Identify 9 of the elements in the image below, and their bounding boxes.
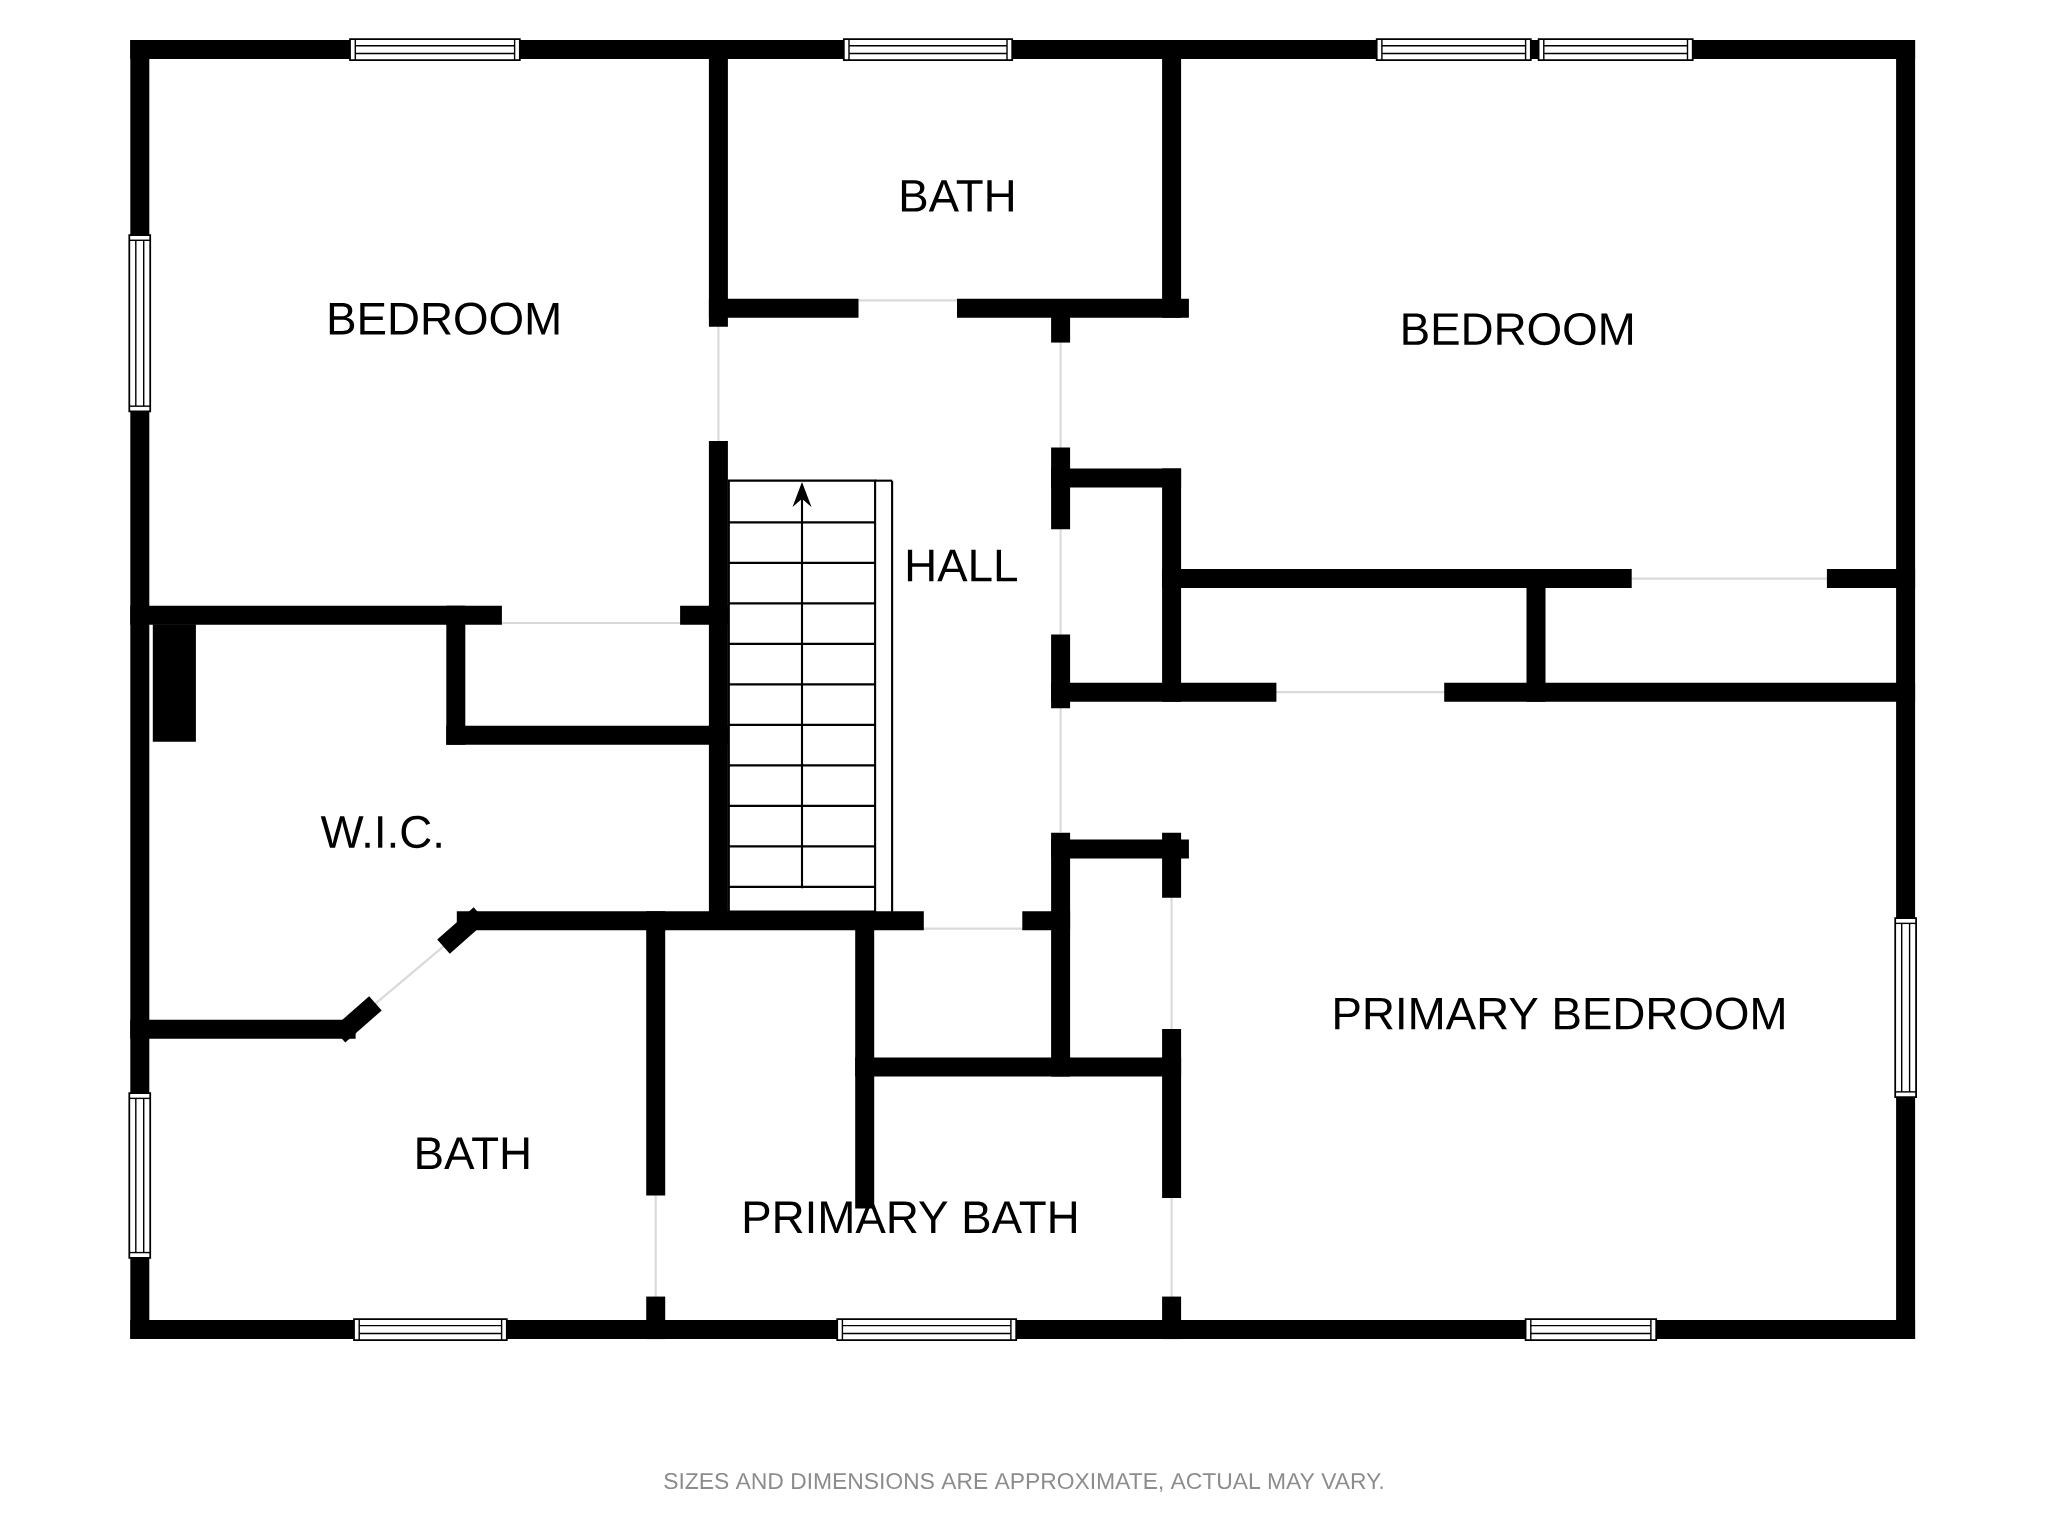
room-label: W.I.C.	[320, 815, 441, 849]
disclaimer-note: SIZES AND DIMENSIONS ARE APPROXIMATE, ACTUAL MAY VARY.	[664, 1472, 1383, 1492]
room-label: BATH	[417, 1137, 529, 1169]
room-label: PRIMARY BATH	[744, 1201, 1076, 1233]
room-label: BEDROOM	[329, 302, 559, 335]
room-label: PRIMARY BEDROOM	[1335, 997, 1784, 1030]
room-label: BATH	[901, 180, 1013, 212]
room-label: BEDROOM	[1403, 312, 1632, 346]
room-label: HALL	[907, 549, 1017, 582]
